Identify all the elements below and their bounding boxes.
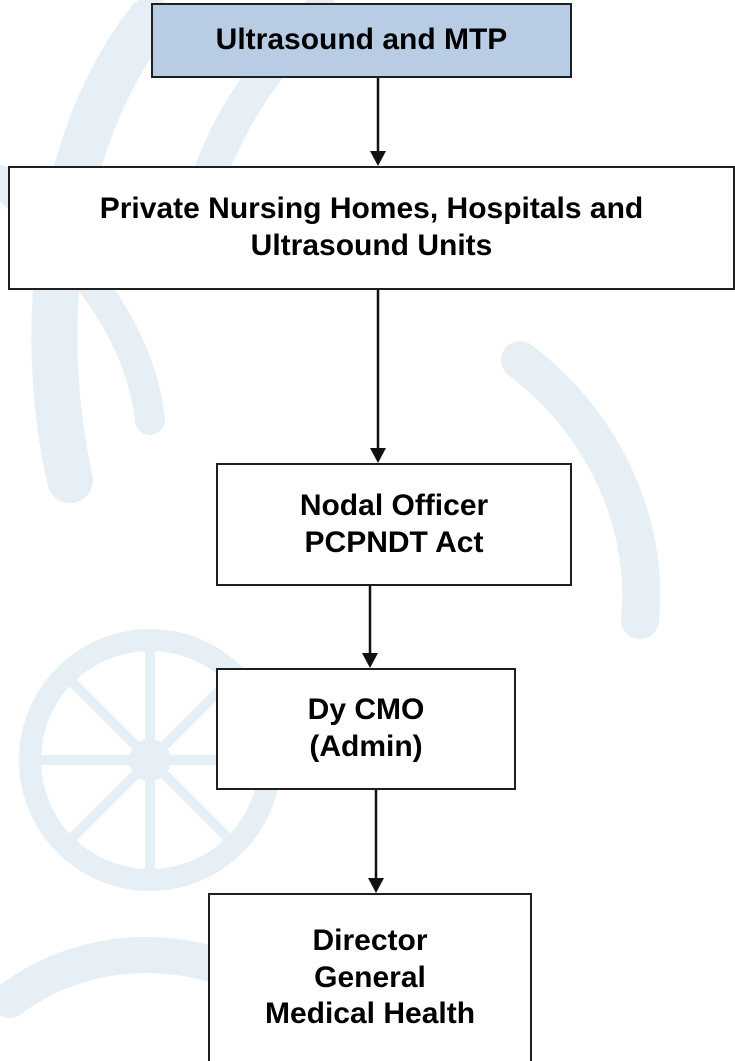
node-nodal-officer: Nodal Officer PCPNDT Act [216, 463, 572, 586]
node-nodal-officer-line-1: Nodal Officer [299, 488, 489, 522]
node-dy-cmo: Dy CMO (Admin) [216, 668, 516, 790]
node-ultrasound-mtp: Ultrasound and MTP [151, 3, 572, 78]
node-private-facilities: Private Nursing Homes, Hospitals and Ult… [8, 166, 735, 290]
arrow-dycmo-to-director [368, 790, 384, 893]
arrow-nodal-to-dycmo [362, 586, 378, 668]
node-dy-cmo-line-1: Dy CMO [307, 693, 425, 727]
node-dy-cmo-line-2: (Admin) [309, 730, 423, 763]
arrow-private-to-nodal [370, 290, 386, 463]
node-director-general-line-2: General [314, 960, 426, 994]
node-private-facilities-line-1: Private Nursing Homes, Hospitals and [99, 192, 644, 226]
node-director-general: Director General Medical Health [208, 893, 532, 1061]
node-director-general-line-3: Medical Health [264, 997, 476, 1031]
node-ultrasound-mtp-line-1: Ultrasound and MTP [215, 23, 508, 57]
arrow-ultrasound-to-private [370, 78, 386, 166]
node-director-general-line-1: Director [312, 924, 428, 958]
node-nodal-officer-line-2: PCPNDT Act [304, 525, 484, 559]
node-private-facilities-line-2: Ultrasound Units [250, 229, 493, 262]
